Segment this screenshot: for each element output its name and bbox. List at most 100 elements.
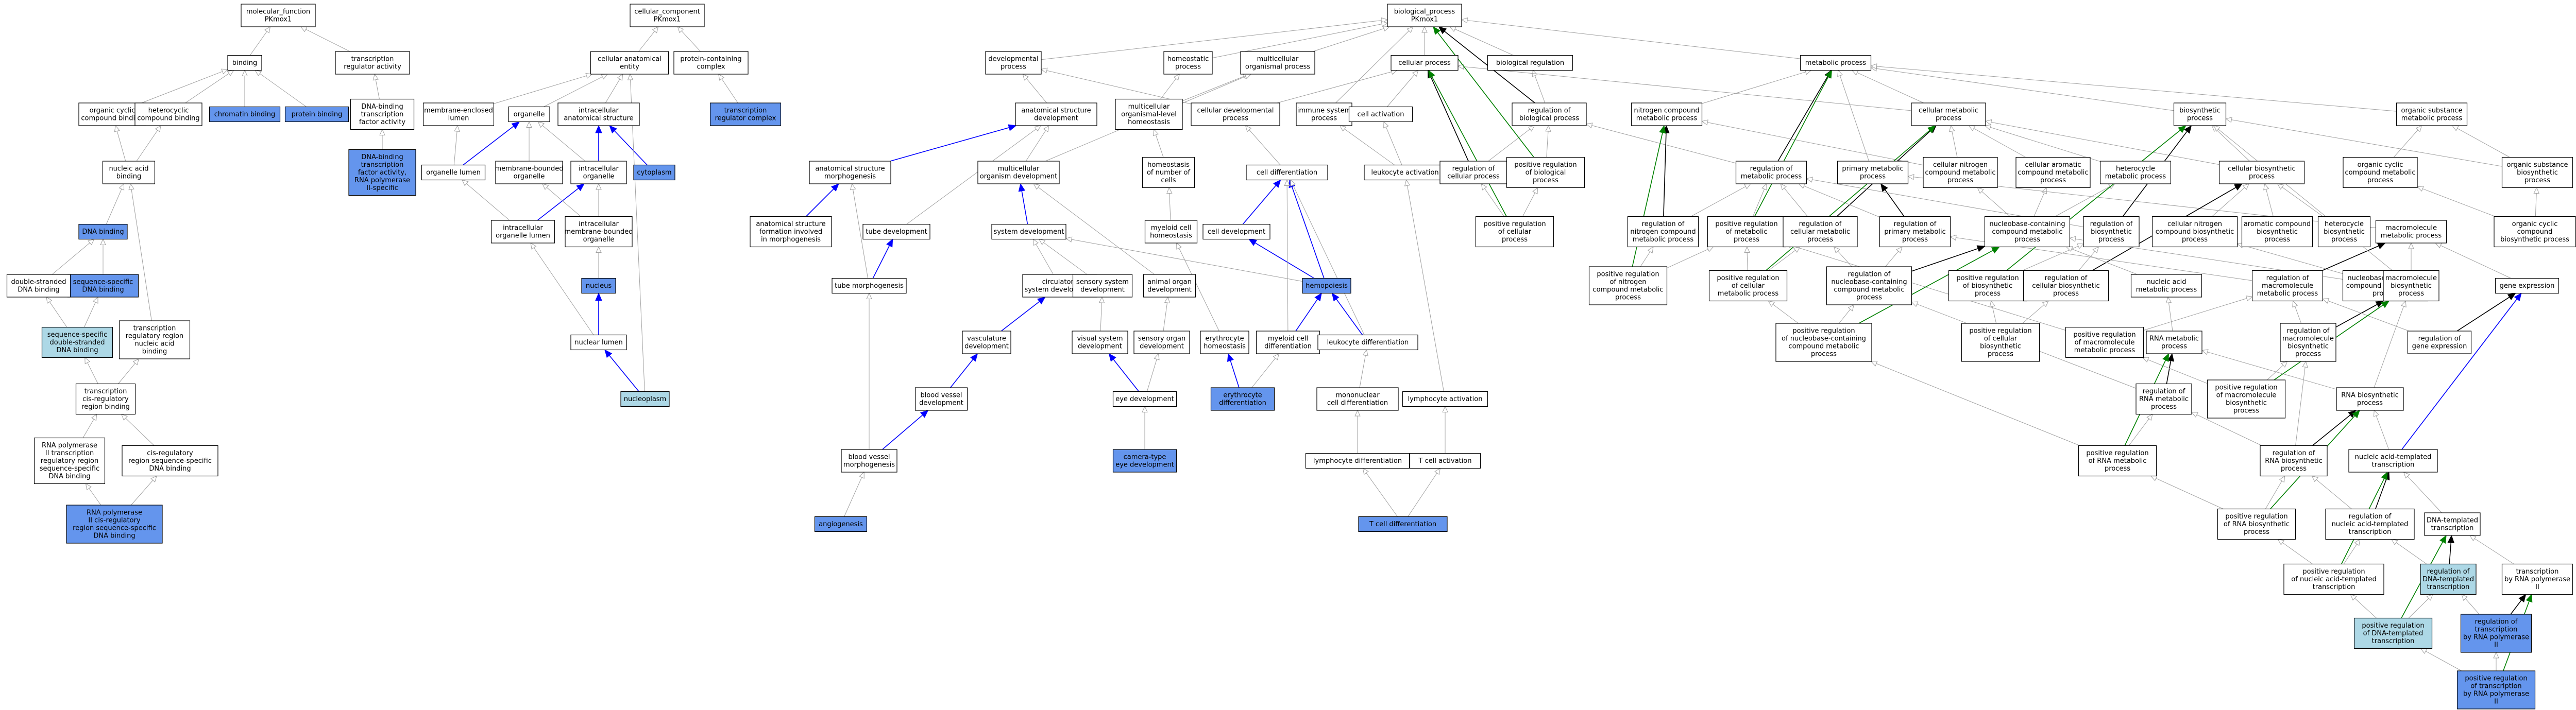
go-term-box (914, 387, 968, 411)
go-term-box (241, 4, 316, 27)
edge-is-a (117, 358, 140, 384)
edge-arrowhead (2493, 651, 2499, 659)
go-term-label: development (1140, 343, 1184, 351)
go-term-box (814, 516, 868, 532)
edge-line (1707, 122, 1924, 166)
go-term-box (1316, 387, 1399, 411)
go-term-box (862, 223, 930, 240)
edge-line (1242, 185, 1277, 225)
edge-line (2231, 119, 2502, 167)
edge-is-a (1667, 246, 1714, 268)
go-term-label: immune system (1297, 107, 1351, 115)
edge-line (950, 359, 974, 388)
edge-line (2407, 476, 2442, 513)
go-term-label: process (2187, 115, 2213, 123)
edge-arrowhead (150, 475, 157, 482)
edge-arrowhead (526, 121, 532, 128)
go-term-label: DNA binding (149, 465, 191, 473)
go-term-label: membrane-bounded (495, 165, 563, 173)
edge-line (1952, 131, 1958, 158)
edge-line (853, 189, 869, 279)
edge-arrowhead (1362, 349, 1368, 356)
edge-arrowhead (1780, 183, 1787, 191)
go-term-label: intracellular (579, 107, 619, 115)
go-term-label: compound binding (137, 115, 199, 123)
go-term-label: positive regulation (1483, 220, 1546, 228)
edge-arrowhead (1968, 125, 1976, 131)
edge-is-a (1025, 125, 1049, 162)
edge-is-a (1335, 26, 1414, 103)
edge-is-a (300, 26, 350, 52)
edge-line (609, 355, 639, 392)
go-term-box (2207, 379, 2286, 419)
go-term-label: II (2494, 642, 2498, 649)
edge-arrowhead (1018, 183, 1025, 192)
go-term-label: compound metabolic (1592, 286, 1663, 294)
edge-is-a (1098, 296, 1105, 332)
edge-is-a (537, 121, 586, 162)
go-term-label: region sequence-specific (128, 457, 212, 465)
go-term-label: eye development (1115, 461, 1174, 469)
edge-is-a (2022, 243, 2084, 271)
go-term-label: compound binding (81, 115, 143, 123)
edge-is-a (249, 26, 271, 56)
go-term-box (335, 51, 410, 75)
edge-line (1663, 132, 1667, 217)
go-term-label: development (1034, 115, 1078, 123)
go-term-label: metabolic process (2381, 232, 2442, 240)
go-term-label: process (2233, 407, 2259, 415)
go-term-box (750, 216, 832, 248)
go-term-label: RNA metabolic (2139, 395, 2189, 403)
go-term-box (1112, 449, 1177, 473)
edge-is-a (46, 297, 67, 327)
edge-arrowhead (1806, 177, 1813, 183)
go-term-label: nucleic acid (134, 340, 174, 348)
go-term-label: intracellular (579, 165, 619, 173)
go-term-label: RNA polymerase (354, 177, 410, 184)
go-term-label: nitrogen compound (1634, 107, 1699, 115)
go-term-label: process (1615, 294, 1641, 302)
go-term-label: process (2281, 465, 2307, 473)
edge-regulates (1777, 70, 1832, 162)
edge-is-a (1182, 73, 1250, 101)
go-term-label: organic substance (2401, 107, 2463, 115)
edge-arrowhead (1166, 187, 1173, 194)
go-term-label: lymphocyte activation (1408, 395, 1483, 403)
edge-arrowhead (2377, 243, 2386, 250)
go-term-label: RNA metabolic (2149, 335, 2199, 343)
edge-is-a (866, 292, 872, 449)
edge-line (2128, 418, 2149, 446)
edge-line (2474, 538, 2514, 564)
go-term-label: heterocycle (2116, 165, 2155, 173)
go-term-label: nucleic acid (2146, 279, 2186, 286)
go-term-box (1391, 55, 1459, 71)
edge-line (131, 480, 154, 506)
go-term-label: of macromolecule (2216, 392, 2277, 400)
go-term-label: cytoplasm (637, 169, 671, 177)
edge-line (681, 30, 701, 52)
edge-is-a (844, 471, 865, 517)
go-term-label: homeostasis (1204, 343, 1246, 351)
go-term-label: regulator activity (344, 63, 401, 71)
edge-line (1036, 244, 1054, 275)
edge-is-a (2469, 535, 2514, 564)
edge-arrowhead (1927, 125, 1936, 133)
go-term-label: nucleic acid-templated (2355, 454, 2432, 461)
edge-arrowhead (1851, 70, 1859, 76)
go-term-label: nuclear lumen (574, 339, 622, 347)
go-term-label: biological process (1519, 115, 1579, 123)
edge-is-a (1752, 183, 1767, 217)
go-term-box (1142, 157, 1195, 188)
edge-line (844, 477, 862, 517)
edge-arrowhead (2461, 594, 2468, 601)
edge-line (2071, 249, 2138, 275)
go-term-label: process (2264, 236, 2290, 244)
edge-arrowhead (627, 73, 634, 80)
edge-arrowhead (1870, 360, 1878, 367)
